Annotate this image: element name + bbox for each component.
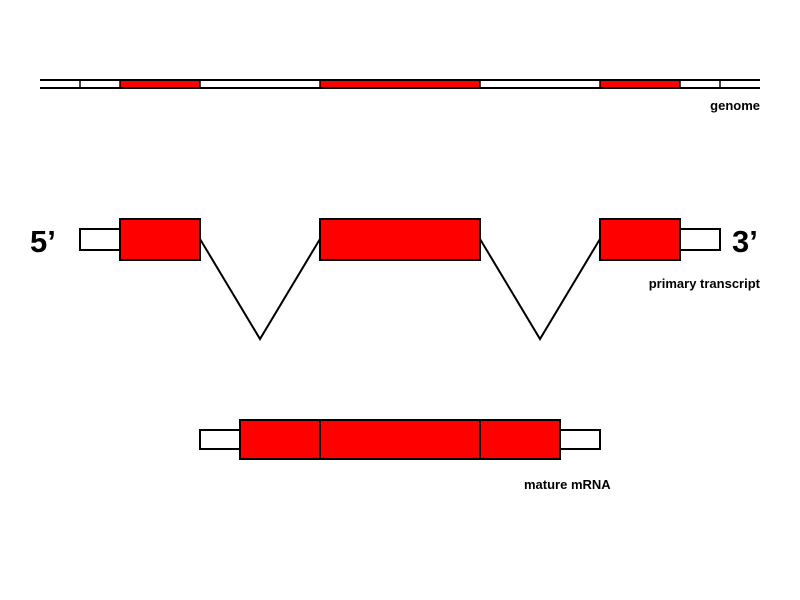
genome-label: genome (710, 98, 760, 113)
transcript-3-utr (679, 228, 721, 251)
primary-transcript (79, 218, 721, 341)
transcript-exon-1 (119, 218, 201, 261)
primary-transcript-label: primary transcript (649, 276, 761, 291)
five-prime-label: 5’ (30, 224, 56, 259)
three-prime-label: 3’ (732, 224, 758, 259)
genome-exon-1 (120, 80, 200, 88)
mature-mrna (199, 419, 601, 460)
mrna-3-utr (559, 429, 601, 450)
intron-1-splice-line (199, 238, 321, 341)
transcript-exon-2 (319, 218, 481, 261)
intron-2-splice-line (479, 238, 601, 341)
mrna-exon-1 (239, 419, 321, 460)
transcript-exon-3 (599, 218, 681, 261)
genome-strand (40, 79, 760, 89)
transcript-5-utr (79, 228, 121, 251)
genome-exon-3 (600, 80, 680, 88)
genome-exon-2 (320, 80, 480, 88)
mrna-exon-3 (479, 419, 561, 460)
mrna-exon-2 (319, 419, 481, 460)
mature-mrna-label: mature mRNA (524, 477, 611, 492)
mrna-5-utr (199, 429, 241, 450)
